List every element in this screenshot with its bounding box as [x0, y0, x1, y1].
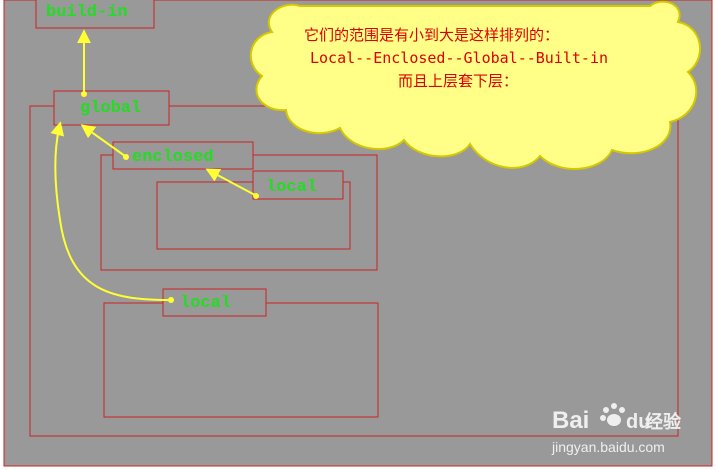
arrow-enclosed-to-global [80, 124, 126, 157]
arrow-innerlocal-origin-dot [253, 193, 259, 199]
builtin-label: build-in [35, 0, 155, 29]
paw-icon [600, 403, 625, 426]
cloud-callout: 它们的范围是有小到大是这样排列的： Local--Enclosed--Globa… [249, 0, 702, 170]
cloud-line-1: 它们的范围是有小到大是这样排列的： [304, 26, 559, 44]
cloud-line-2: Local--Enclosed--Global--Built-in [310, 49, 608, 67]
watermark-brand-suffix: du [626, 411, 650, 433]
global-label-text: global [80, 99, 141, 118]
scope-arrows [50, 29, 259, 303]
arrow-outerlocal-origin-dot [168, 297, 174, 303]
cloud-shape [249, 0, 702, 170]
watermark-brand: Bai [552, 407, 589, 434]
enclosed-label: enclosed [112, 141, 254, 170]
watermark-product: 经验 [645, 411, 682, 432]
watermark-url: jingyan.baidu.com [551, 439, 665, 455]
arrow-outerlocal-to-global [50, 121, 171, 301]
cloud-line-3: 而且上层套下层： [398, 72, 518, 90]
builtin-label-text: build-in [46, 3, 128, 22]
outer-local-label-text: local [180, 294, 231, 313]
arrow-innerlocal-to-enclosed [205, 168, 256, 196]
outer-local-label: local [162, 288, 267, 317]
enclosed-label-text: enclosed [132, 148, 214, 167]
arrow-global-origin-dot [81, 91, 87, 97]
arrow-enclosed-origin-dot [123, 154, 129, 160]
baidu-watermark: Bai du 经验 jingyan.baidu.com [551, 403, 682, 455]
inner-local-label: local [252, 170, 344, 200]
inner-local-label-text: local [266, 178, 317, 197]
global-label: global [53, 90, 170, 126]
